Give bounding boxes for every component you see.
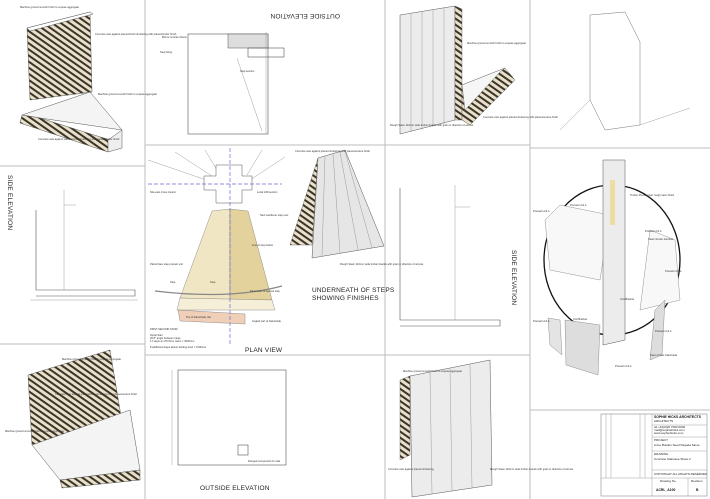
note: Rough Sawn 110mm wide timber boards with…: [340, 262, 424, 266]
note: Flanged component for stair: [248, 459, 280, 463]
note: Angled part of balustrade: [252, 319, 282, 323]
note: Unit Bracket: [573, 317, 587, 321]
note: Machine ground smooth finish to expose a…: [98, 92, 158, 96]
view-title: SIDE ELEVATION: [6, 175, 13, 230]
note: Dimension of second step: [250, 289, 280, 293]
note: Step: [170, 280, 176, 284]
note: Concrete cast against planed-finish shut…: [95, 32, 177, 36]
note: Steel circular handrail: [648, 237, 673, 241]
project-label: PROJECT: [654, 438, 668, 442]
revision: B: [696, 488, 699, 492]
note: Paired face step precast unit: [150, 262, 183, 266]
side-elevation-mid: SIDE ELEVATION: [399, 185, 517, 327]
note: Concrete cast against planed-finish shut…: [55, 392, 138, 396]
copyright: COPYRIGHT ALL RIGHTS RESERVED: [654, 472, 708, 476]
note: Line of step below: [252, 243, 273, 247]
title-block: SOPHIE HICKS ARCHITECTS ARCHITECTS tel +…: [600, 413, 708, 497]
project-name: Anne Boullen Seed Pagoda Stone: [654, 443, 700, 447]
note: Precast Unit A: [570, 203, 587, 207]
note: Precast Unit A: [615, 364, 632, 368]
note: Concrete cast against planed shuttering …: [483, 115, 559, 119]
drawing-label: DRAWING: [654, 452, 669, 456]
note: Step: [210, 280, 216, 284]
caption: 20.8° angle between steps: [150, 336, 181, 340]
note: Machine ground smooth finish to expose a…: [403, 369, 463, 373]
note: Precast Unit A: [665, 269, 682, 273]
contact: tel +44(0)20 7000 0000: [654, 425, 685, 429]
note: Rough Sawn 110mm wide timber boards with…: [490, 467, 574, 471]
view-title-line2: SHOWING FINISHES: [312, 295, 379, 302]
view-title: OUTSIDE ELEVATION: [200, 485, 270, 492]
note: Step fixing: [160, 50, 173, 54]
note: Timber Precast riser rough sawn finish: [630, 193, 675, 197]
note: Bolt to central column: [162, 35, 187, 39]
caption: 8 additional steps above landing level =…: [150, 345, 206, 349]
iso-step-top-mid: Machine ground smooth finish to expose a…: [390, 5, 559, 135]
view-title: PLAN VIEW: [245, 347, 283, 354]
caption: Spiral Stair: [150, 333, 163, 337]
note: Concrete cast against planed shuttering: [388, 467, 434, 471]
firm-sub: ARCHITECTS: [654, 419, 673, 423]
contact: www.sophiehicks.com: [654, 431, 684, 435]
note: Machine ground smooth finish to expose a…: [467, 41, 527, 45]
revision-label: Revision: [691, 479, 703, 483]
note: Top of balustrade, flat: [186, 315, 211, 319]
note: Face of riser balustrade: [650, 353, 678, 357]
note: Machine ground smooth finish to expose a…: [20, 5, 80, 9]
drawing-number: ACRL_A100: [656, 488, 676, 492]
outside-elevation-bottom: Flanged component for stair OUTSIDE ELEV…: [171, 369, 287, 492]
view-title: OUTSIDE ELEVATION: [270, 12, 340, 19]
note: Unit Bracket: [620, 297, 634, 301]
spiral-stair-iso: Timber Precast riser rough sawn finish P…: [533, 159, 682, 376]
note: Rough Sawn 110mm wide timber boards with…: [390, 123, 474, 127]
plan-view: Site-cast cross column Local infill sect…: [147, 148, 289, 354]
iso-step-bottom-left: Machine ground smooth finish to expose a…: [5, 349, 141, 489]
note: Machine ground smooth finish to expose a…: [5, 429, 65, 433]
note: Machine ground smooth finish to expose a…: [62, 357, 122, 361]
view-title: SIDE ELEVATION: [510, 250, 517, 305]
iso-step-top-left: Machine ground smooth finish to expose a…: [19, 5, 177, 153]
note: Precast Unit A: [533, 209, 550, 213]
outside-elevation-top: OUTSIDE ELEVATION Bolt to central column…: [160, 12, 340, 135]
note: Precast Unit A: [655, 329, 672, 333]
note: Local infill section: [257, 190, 278, 194]
note: Site-cast cross column: [150, 190, 177, 194]
caption: 17 steps at 176.5mm risers = 3000mm: [150, 339, 194, 343]
note: Concrete cast against planed shuttering …: [295, 149, 371, 153]
contact: mail@sophiehicks.com: [654, 428, 685, 432]
column-sketch: [559, 11, 691, 131]
note: Step section: [240, 69, 255, 73]
caption: FIRST-SECOND STAIR: [150, 327, 178, 331]
view-title-line1: UNDERNEATH OF STEPS: [312, 287, 395, 294]
note: Next cantilever step over: [260, 213, 289, 217]
drawing-title: Concrete Staircase Sheet 2: [654, 457, 691, 461]
side-elevation-left: SIDE ELEVATION: [6, 175, 138, 301]
iso-step-bottom-mid: Machine ground smooth finish to expose a…: [388, 359, 574, 498]
note: Precast Unit A: [533, 319, 550, 323]
note: Precast Unit A: [645, 229, 662, 233]
underneath-of-steps: Concrete cast against planed shuttering …: [289, 149, 424, 302]
drawing-no-label: Drawing No.: [660, 479, 677, 483]
note: Concrete cast against planed-finish shut…: [38, 137, 120, 141]
firm-name: SOPHIE HICKS ARCHITECTS: [654, 415, 702, 419]
